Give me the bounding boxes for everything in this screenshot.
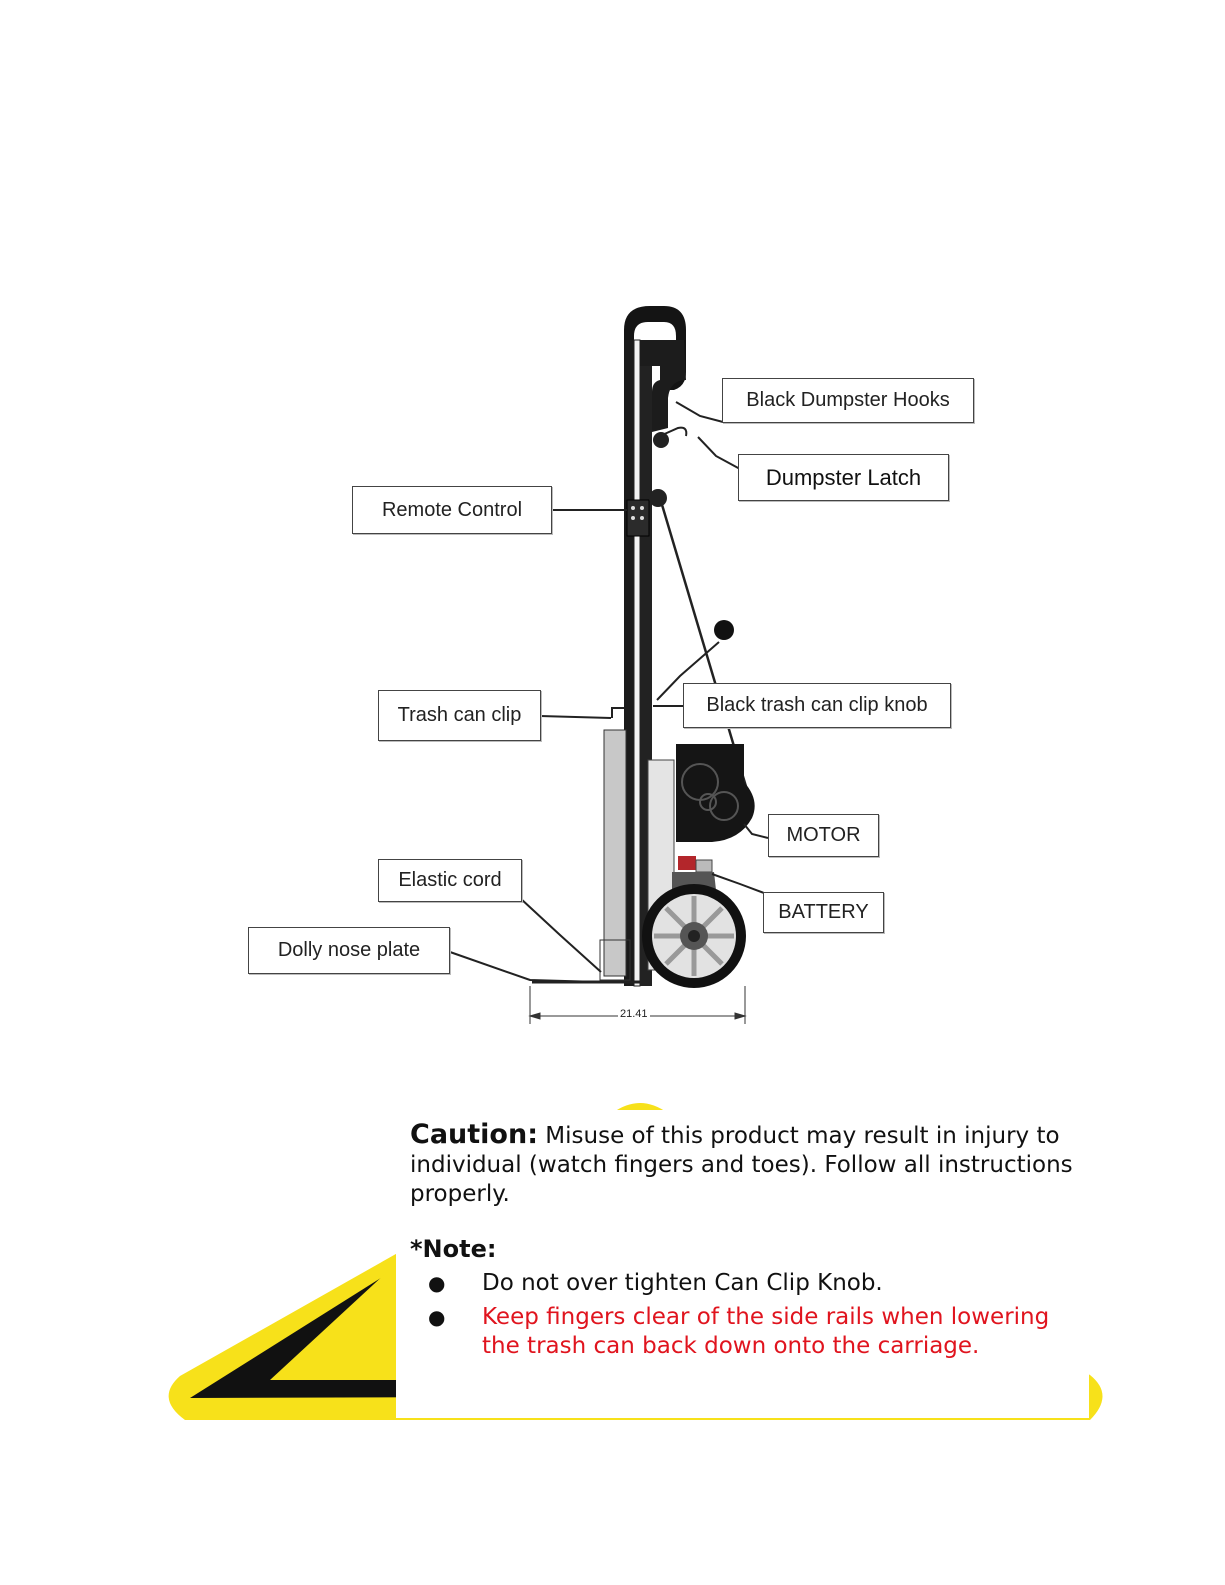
label-motor: MOTOR <box>768 814 879 857</box>
label-clip-knob: Black trash can clip knob <box>683 683 951 728</box>
caution-paragraph: Caution: Misuse of this product may resu… <box>410 1120 1077 1209</box>
label-elastic-cord: Elastic cord <box>378 859 522 902</box>
leader-lines <box>449 401 769 983</box>
note-text-warning: Keep fingers clear of the side rails whe… <box>482 1304 1050 1359</box>
note-text: Do not over tighten Can Clip Knob. <box>482 1270 883 1296</box>
caution-box: Caution: Misuse of this product may resu… <box>396 1110 1089 1418</box>
caution-heading: Caution: <box>410 1119 538 1150</box>
note-item: ● Do not over tighten Can Clip Knob. <box>410 1269 1077 1298</box>
caution-text: Misuse of this product may result in inj… <box>410 1123 1073 1207</box>
label-trash-can-clip: Trash can clip <box>378 690 541 741</box>
label-battery: BATTERY <box>763 892 884 933</box>
note-item: ● Keep fingers clear of the side rails w… <box>410 1303 1077 1361</box>
bullet-icon: ● <box>428 1305 446 1329</box>
dimension-value: 21.41 <box>618 1008 650 1020</box>
bullet-icon: ● <box>428 1271 446 1295</box>
note-list: ● Do not over tighten Can Clip Knob. ● K… <box>410 1269 1077 1361</box>
label-remote-control: Remote Control <box>352 486 552 534</box>
label-dumpster-latch: Dumpster Latch <box>738 454 949 501</box>
label-dumpster-hooks: Black Dumpster Hooks <box>722 378 974 423</box>
hand-truck <box>532 306 755 988</box>
label-dolly-nose-plate: Dolly nose plate <box>248 927 450 974</box>
note-heading: *Note: <box>410 1235 497 1263</box>
